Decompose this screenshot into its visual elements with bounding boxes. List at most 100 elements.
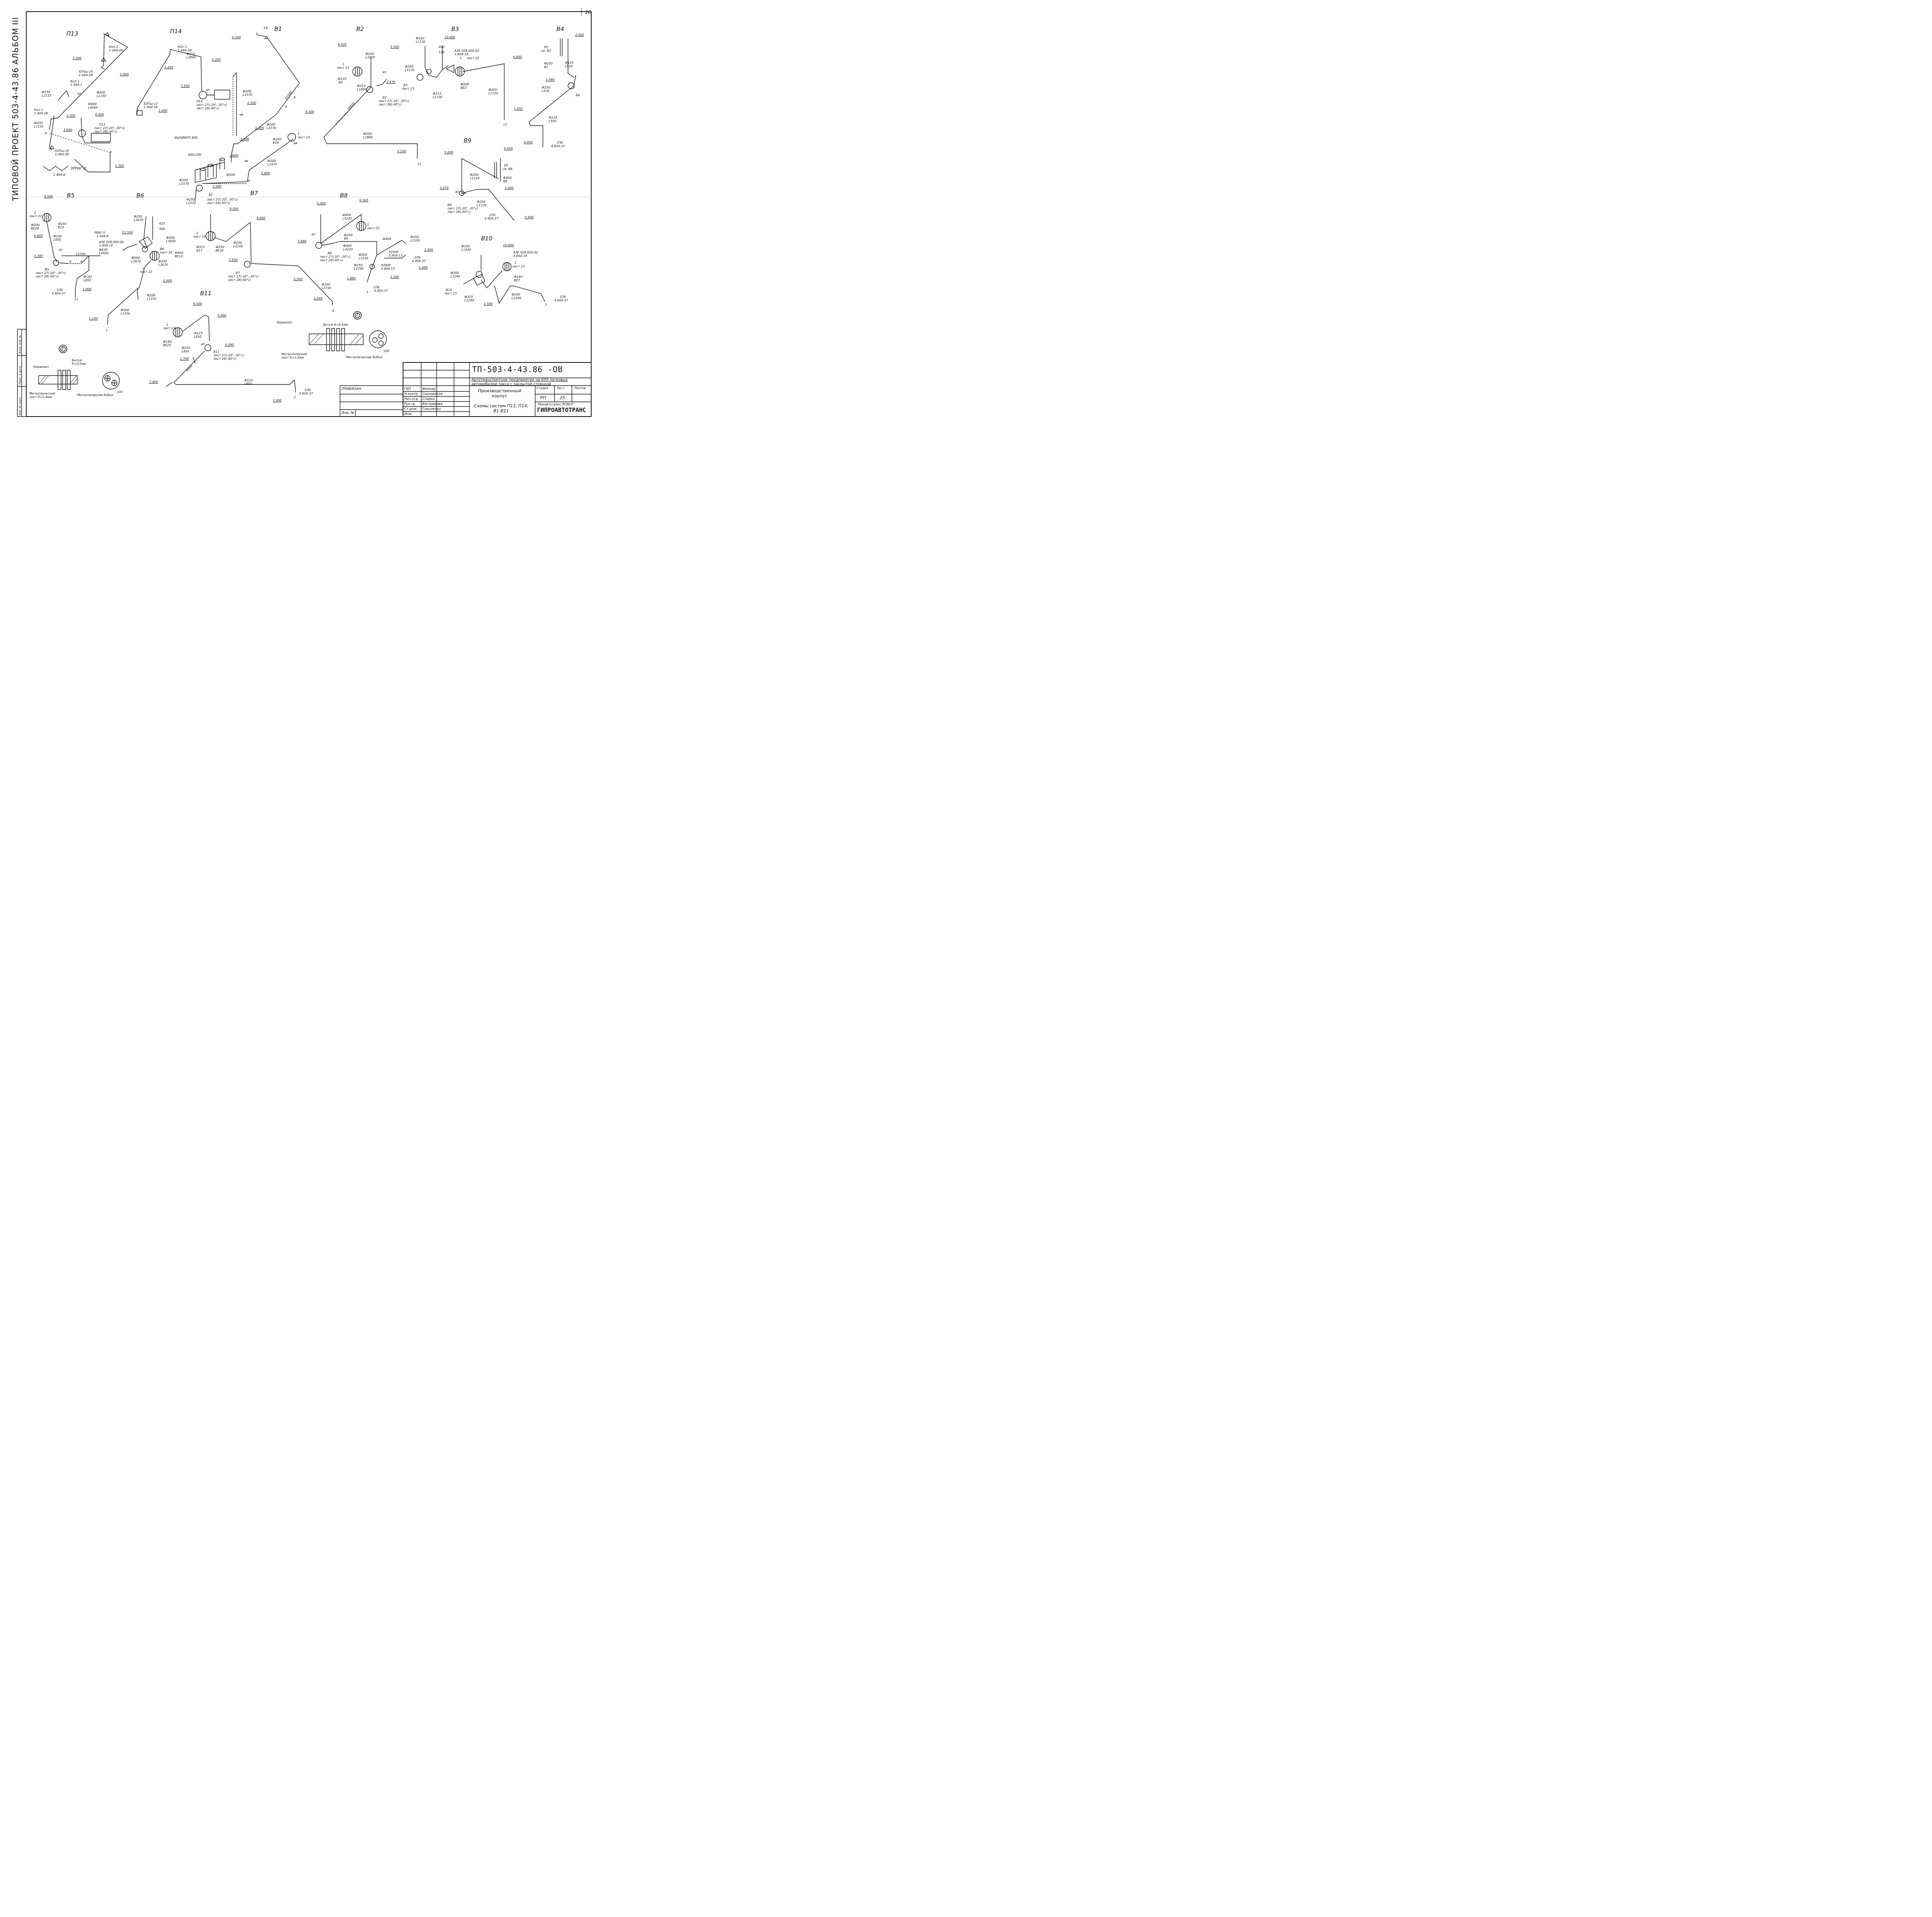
pipe-label: Ф200 (147, 294, 156, 297)
pipe-label: 83Пш-11 (144, 102, 158, 105)
pipe-label: 1 (166, 323, 168, 327)
pipe-label: Ф250 (354, 264, 363, 267)
pipe-label: 1П6 (556, 141, 563, 145)
pipe-label: L850 (194, 335, 202, 338)
strip-label: Взам. инв. № (19, 335, 22, 354)
pipe-label: L1335 (147, 297, 156, 301)
pipe-label: Ф200 (359, 253, 367, 257)
left-strip-lines (17, 329, 27, 417)
detail-label: лист б=1,4мм (281, 356, 304, 359)
pipe-label: е (70, 260, 71, 263)
pipe-label: В3 (403, 83, 408, 87)
pipe-label: КОг-1 (178, 45, 187, 49)
detail-2 (309, 311, 387, 351)
pipe-label: В5 (45, 268, 49, 271)
detail-label: Битум б=0,5мм (323, 323, 349, 327)
pipe-label: ап (206, 88, 210, 92)
pipe-label: лист 27(-20°,-30°с) (36, 271, 66, 275)
pipe-label: а (45, 131, 47, 135)
pipe-label: ап (77, 92, 82, 95)
level-mark: 3.390 (225, 343, 234, 347)
pipe-label: Ф200 (243, 90, 252, 93)
pipe-label: см. В8 (502, 167, 513, 171)
pipe-label: Ф200 (31, 223, 40, 227)
detail-label: Керамзит (277, 321, 293, 324)
pipe-label: Коп-1 (109, 45, 118, 49)
pipe-label: Ф250 (233, 241, 242, 245)
pipe-label: Ф200 (477, 200, 486, 204)
level-mark: 0.955 (524, 141, 533, 144)
pipe-label: УП (544, 46, 548, 49)
sheet-frame (26, 11, 592, 417)
pipe-label: 400х200 (188, 153, 202, 156)
level-mark: 2.300 (115, 164, 124, 168)
pipe-label: Ф125 (244, 379, 253, 382)
sheet-value: 25 (560, 395, 565, 400)
pipe-label: Ф200 (267, 159, 276, 163)
pipe-label: 1.494-8 (97, 235, 109, 238)
pipe-label: ВЕ2 (461, 86, 467, 90)
p13-pipework (43, 32, 128, 172)
level-mark: 1.885 (347, 277, 356, 280)
pipe-label: Коп-1 (34, 108, 43, 112)
level-mark: 5.500 (390, 45, 399, 49)
pipe-label: 1 (298, 132, 300, 136)
pipe-label: L1800 (366, 56, 375, 59)
pipe-label: L1155 (34, 125, 44, 128)
pipe-label: б (294, 96, 296, 99)
pipe-label: 1 (367, 223, 369, 226)
sheet-header: Лист (556, 386, 565, 390)
level-mark: 1.000 (83, 287, 92, 291)
v7-pipework (206, 214, 333, 306)
pipe-label: 1П6 (304, 388, 311, 392)
pipe-label: а (110, 150, 112, 153)
pipe-label: Ф250 (544, 62, 553, 65)
pipe-label: Ф500 (461, 83, 469, 86)
pipe-label: Ф200 (179, 179, 188, 182)
pipe-label: В19 (273, 141, 279, 145)
level-mark: 3.390 (34, 254, 43, 258)
pipe-label: 18 (264, 26, 268, 30)
pipe-label: 11000 (76, 252, 86, 256)
pipe-label: В8 (328, 252, 332, 255)
detail-label: лист б=1,4мм (29, 395, 52, 399)
level-mark: 2.500 (247, 101, 256, 105)
pipe-label: лист 23 (193, 235, 206, 238)
pipe-label: 1.494-38 (55, 153, 69, 156)
pipe-label: Ф315 (464, 295, 473, 299)
strip-label: Подп. и дата (19, 366, 22, 384)
pipe-label: Ф315 (357, 84, 366, 88)
pipe-label: РРАГ-5 (94, 231, 105, 235)
pipe-label: Ф200 (363, 132, 372, 136)
pipe-label: L1570 (186, 201, 196, 205)
level-mark: 3.500 (575, 33, 584, 37)
pipe-label: L1570 (267, 126, 276, 130)
pipe-label: ВЕ7 (514, 279, 520, 282)
system-label: В7 (250, 190, 258, 197)
pipe-label: В9 (344, 237, 348, 240)
level-mark: 3.450 (164, 66, 173, 69)
detail-label: 100 (383, 349, 389, 353)
pipe-label: Ф200 (512, 293, 520, 296)
pipe-label: 2 (196, 231, 199, 235)
level-mark: 2.500 (424, 248, 433, 252)
pipe-label: лист 27(-20°,-30°с) (379, 99, 410, 103)
pipe-label: Ф400 (503, 176, 512, 180)
pipe-label: лист 27(-20°,-30°с) (320, 255, 351, 259)
level-mark: 9.500 (359, 199, 368, 202)
pipe-label: 4.904-37 (299, 392, 313, 395)
pipe-label: Ф160 (83, 275, 92, 279)
pipe-label: Ф250 (216, 245, 224, 249)
pipe-label: Ф315 (196, 245, 205, 249)
pipe-label: В2 (383, 96, 387, 99)
pipe-label: 1 (515, 261, 517, 265)
pipe-label: Ф250 (186, 198, 195, 201)
pipe-label: 500 (159, 227, 165, 231)
pipe-label: 1.494-1 (70, 83, 82, 87)
level-mark: 1.000 (120, 73, 129, 76)
pipe-label: лист 28(-40°с) (213, 357, 236, 361)
pipe-label: Ф315 (186, 52, 195, 56)
system-label: П13 (66, 30, 78, 37)
pipe-label: L2670 (158, 263, 168, 267)
pipe-label: L2860 (186, 56, 196, 59)
